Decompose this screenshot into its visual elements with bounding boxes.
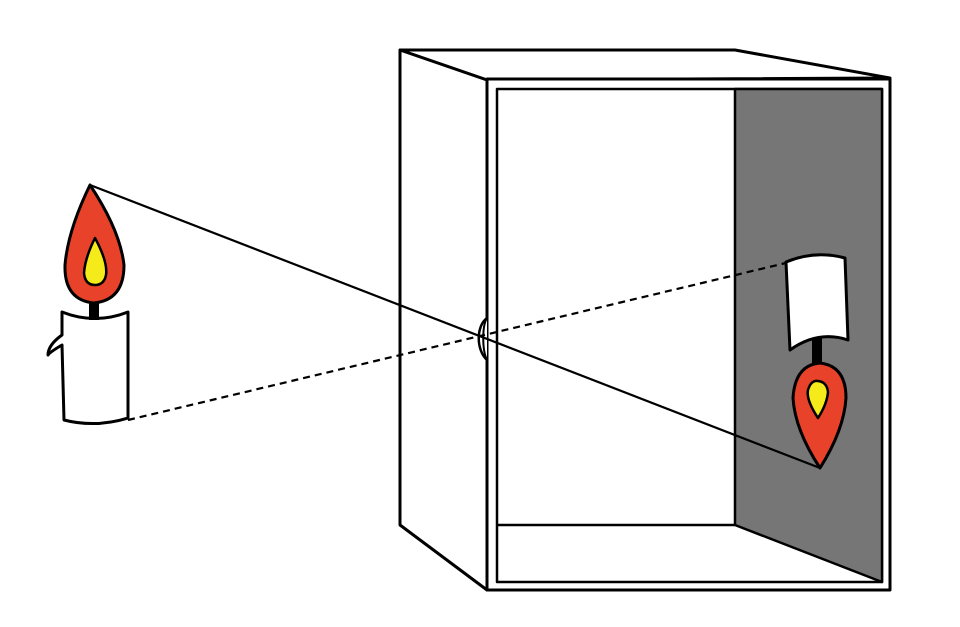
candle-body xyxy=(46,310,130,426)
image-candle-wick xyxy=(812,338,822,366)
image-candle-body xyxy=(784,253,850,352)
ray-flame xyxy=(89,183,821,470)
candle-image-inverted xyxy=(784,253,850,470)
ray-candle-base xyxy=(127,260,791,422)
flame-inner xyxy=(82,236,108,287)
image-flame-inner xyxy=(806,379,830,420)
candle-wick xyxy=(89,298,99,320)
box-side-face xyxy=(398,48,489,592)
candle-object xyxy=(46,183,130,426)
